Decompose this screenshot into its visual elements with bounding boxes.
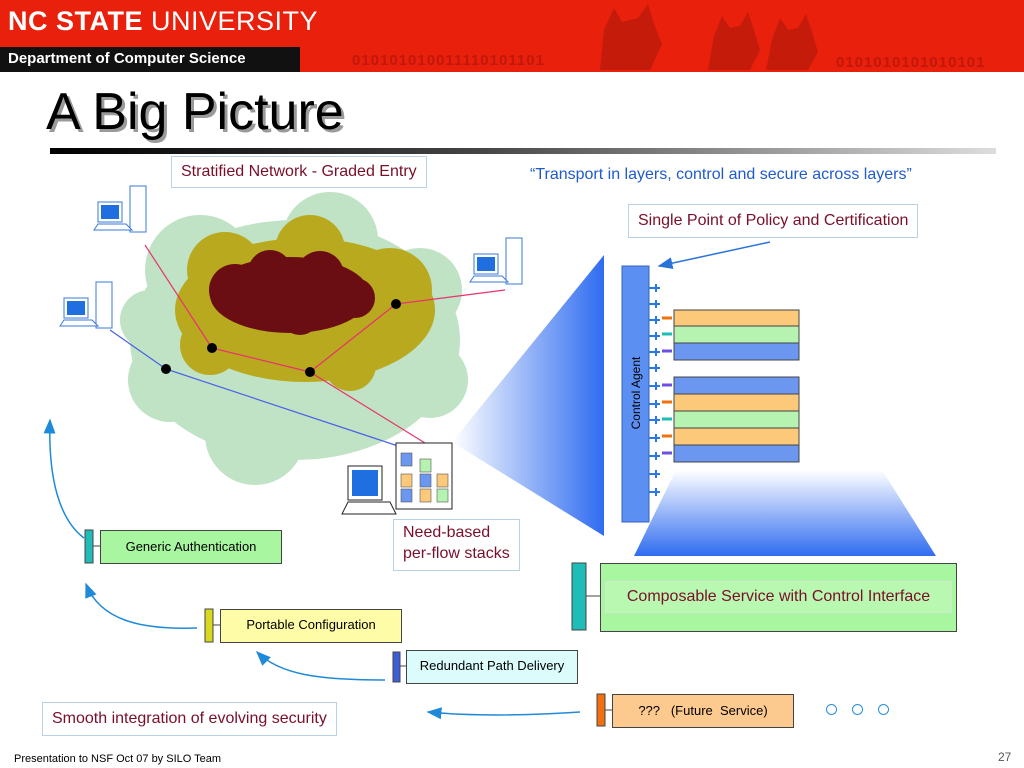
evolution-arrows <box>43 418 581 720</box>
control-agent-ports <box>649 284 660 496</box>
title-underline <box>50 148 996 154</box>
composable-tab <box>571 562 587 631</box>
control-agent-bar <box>621 265 650 523</box>
layer-stack-lower <box>673 376 800 463</box>
generic-authentication-box: Generic Authentication <box>100 530 282 564</box>
wolf-head-icon <box>600 4 662 70</box>
department-bar <box>0 47 300 72</box>
computer-icon <box>469 237 523 285</box>
university-logo-text: NC STATE UNIVERSITY <box>8 6 318 37</box>
wolf-images <box>600 4 818 70</box>
layer-stack-upper <box>673 309 800 361</box>
router-node <box>305 367 315 377</box>
computer-icon <box>59 281 113 329</box>
zoom-projection-bottom <box>634 470 936 556</box>
layer-connectors <box>662 316 672 455</box>
wolf-head-icon <box>708 12 760 70</box>
need-based-line-2: per-flow stacks <box>403 545 510 562</box>
slide-title: A Big Picture <box>46 83 344 141</box>
host-computer-icon <box>341 465 397 515</box>
need-based-callout: Need-based per-flow stacks <box>393 519 520 571</box>
transport-quote: “Transport in layers, control and secure… <box>530 166 912 183</box>
need-based-line-1: Need-based <box>403 524 491 541</box>
binary-decoration-1: 010101010011110101101 <box>352 52 545 69</box>
per-flow-stack-panel <box>395 442 453 510</box>
network-links-red <box>144 244 506 444</box>
university-name-bold: NC STATE <box>8 6 143 36</box>
header-banner: NC STATE UNIVERSITY Department of Comput… <box>0 0 1024 72</box>
composable-service-label: Composable Service with Control Interfac… <box>605 581 952 613</box>
redundant-path-delivery-box: Redundant Path Delivery <box>406 650 578 684</box>
router-node <box>207 343 217 353</box>
footer-presenter: Presentation to NSF Oct 07 by SILO Team <box>14 753 222 765</box>
future-service-tab <box>596 693 606 727</box>
composable-service-box: Composable Service with Control Interfac… <box>600 563 957 632</box>
future-service-box: ??? (Future Service) <box>612 694 794 728</box>
network-cloud-core <box>209 250 375 335</box>
network-links-blue <box>109 329 399 447</box>
university-name-rest: UNIVERSITY <box>151 6 319 36</box>
smooth-integration-callout: Smooth integration of evolving security <box>42 702 337 736</box>
control-agent-label: Control Agent <box>629 356 643 430</box>
router-node <box>161 364 171 374</box>
wolf-head-icon <box>766 14 818 70</box>
router-node <box>391 299 401 309</box>
ellipsis-dot <box>852 704 863 715</box>
policy-arrow <box>657 241 771 270</box>
portable-config-tab <box>204 608 214 643</box>
computer-icon <box>93 185 147 233</box>
stratified-network-callout: Stratified Network - Graded Entry <box>171 156 427 188</box>
ellipsis-dot <box>878 704 889 715</box>
policy-callout: Single Point of Policy and Certification <box>628 204 919 238</box>
binary-decoration-2: 0101010101010101 <box>836 54 986 71</box>
page-number: 27 <box>998 750 1012 764</box>
network-nodes <box>161 299 401 377</box>
zoom-projection-left <box>452 255 604 536</box>
department-name: Department of Computer Science <box>8 50 246 67</box>
ellipsis-dot <box>826 704 837 715</box>
portable-configuration-box: Portable Configuration <box>220 609 402 643</box>
generic-auth-tab <box>84 529 94 564</box>
redundant-path-tab <box>392 651 401 683</box>
